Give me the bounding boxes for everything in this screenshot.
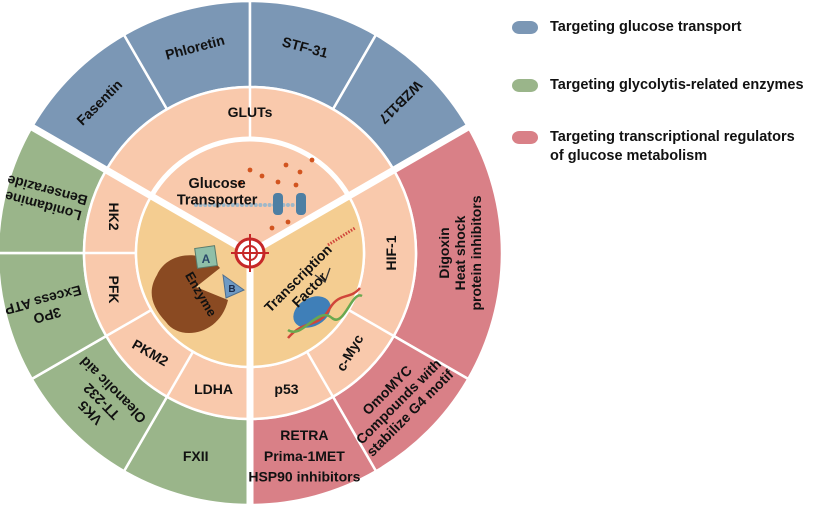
separator-transport-transcription [248, 122, 472, 257]
membrane-bead [258, 203, 263, 207]
legend-item-transcriptional-regulators: Targeting transcriptional regulators of … [512, 128, 795, 166]
separator-transport-enzyme [28, 122, 252, 257]
membrane-bead [244, 203, 249, 207]
label-ldha-drugs: FXII [183, 448, 209, 464]
glucose-dot [297, 169, 303, 175]
glucose-dot [237, 180, 243, 186]
membrane-bead [221, 203, 226, 207]
membrane-bead [217, 203, 221, 207]
substrate-b-icon [222, 273, 246, 299]
membrane-bead [253, 203, 258, 207]
glucose-dot [247, 167, 253, 173]
middle-divider-2 [348, 308, 395, 338]
middle-divider-5 [165, 351, 195, 398]
glucose-dot [293, 182, 299, 188]
glucose-dot [283, 162, 289, 168]
membrane-bead [203, 203, 208, 207]
membrane-bead [230, 203, 235, 207]
glucose-dot [285, 219, 291, 225]
membrane-bead [290, 203, 295, 207]
dna-strand-icon [287, 287, 361, 339]
label-hif1: HIF-1 [383, 235, 399, 270]
membrane-bead [212, 203, 217, 207]
dna-strand-icon [287, 294, 363, 334]
label-gluts: GLUTs [228, 104, 273, 120]
glucose-dot [275, 179, 281, 185]
legend-swatch-green [512, 79, 538, 92]
membrane-bead [249, 203, 254, 207]
arrow-icon [314, 267, 331, 284]
legend-label-glucose-transport: Targeting glucose transport [550, 19, 742, 35]
label-hif1-drugs: DigoxinHeat shockprotein inhibitors [436, 195, 484, 310]
transporter-icon [296, 193, 306, 215]
label-substrate-a: A [202, 252, 211, 266]
label-ldha: LDHA [194, 381, 233, 397]
label-substrate-b: B [228, 284, 235, 295]
mrna-icon [327, 226, 356, 247]
core-transporter-segment [147, 136, 353, 256]
legend-label-transcriptional-regulators: Targeting transcriptional regulators of … [550, 129, 795, 164]
legend-item-glucose-transport: Targeting glucose transport [512, 18, 741, 37]
label-p53: p53 [274, 381, 298, 397]
membrane-bead [235, 203, 240, 207]
legend-swatch-blue [512, 21, 538, 34]
membrane-bead [198, 203, 203, 207]
middle-divider-3 [305, 351, 335, 398]
glucose-dot [269, 225, 275, 231]
glucose-dot [309, 157, 315, 163]
membrane-bead [194, 203, 198, 207]
membrane-bead [267, 203, 272, 207]
membrane-bead [240, 203, 244, 207]
membrane-bead [286, 203, 290, 207]
label-hk2: HK2 [106, 202, 122, 230]
substrate-a-icon [194, 245, 218, 269]
legend-label-glycolysis-enzymes: Targeting glycolytis-related enzymes [550, 77, 804, 93]
membrane-bead [226, 203, 231, 207]
middle-divider-6 [105, 308, 152, 338]
legend-swatch-red [512, 131, 538, 144]
label-pfk: PFK [106, 275, 122, 303]
enzyme-icon [151, 255, 228, 334]
transporter-icon [273, 193, 283, 215]
glucose-dot [259, 173, 265, 179]
membrane-bead [207, 203, 212, 207]
legend-item-glycolysis-enzymes: Targeting glycolytis-related enzymes [512, 76, 804, 95]
membrane-bead [263, 203, 267, 207]
